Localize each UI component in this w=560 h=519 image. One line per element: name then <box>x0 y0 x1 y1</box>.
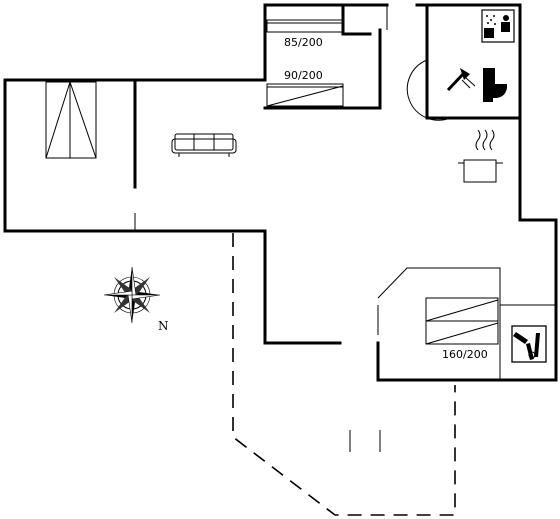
compass-rose-icon <box>103 266 161 324</box>
bed-right <box>425 297 499 345</box>
bed-upper-top <box>266 19 344 33</box>
toilet-icon <box>483 68 507 102</box>
compass-north-label: N <box>158 319 169 333</box>
wall-upper-bedroom-right <box>263 28 382 110</box>
bed-upper-top-label: 85/200 <box>284 36 323 49</box>
terrace-outline <box>232 233 456 516</box>
sofa-icon <box>171 133 237 157</box>
bed-right-label: 160/200 <box>442 348 488 361</box>
stove-icon <box>458 129 503 183</box>
bed-living <box>45 81 97 159</box>
washing-icon <box>511 325 547 363</box>
doors <box>377 5 451 335</box>
wall-right-bedroom <box>376 341 558 382</box>
wall-upper-bedroom <box>263 3 389 82</box>
wall-main <box>3 78 267 233</box>
wall-right-outer <box>518 116 558 382</box>
wall-living-bottom <box>3 229 342 345</box>
sauna-icon <box>481 9 515 43</box>
bed-upper-bottom-label: 90/200 <box>284 69 323 82</box>
walls <box>3 3 558 382</box>
wall-bathroom <box>415 3 522 120</box>
wall-right-bedroom-inner <box>377 267 501 380</box>
door-bathroom-swing <box>406 59 451 121</box>
bed-upper-bottom <box>266 83 344 107</box>
shower-icon <box>446 68 476 92</box>
